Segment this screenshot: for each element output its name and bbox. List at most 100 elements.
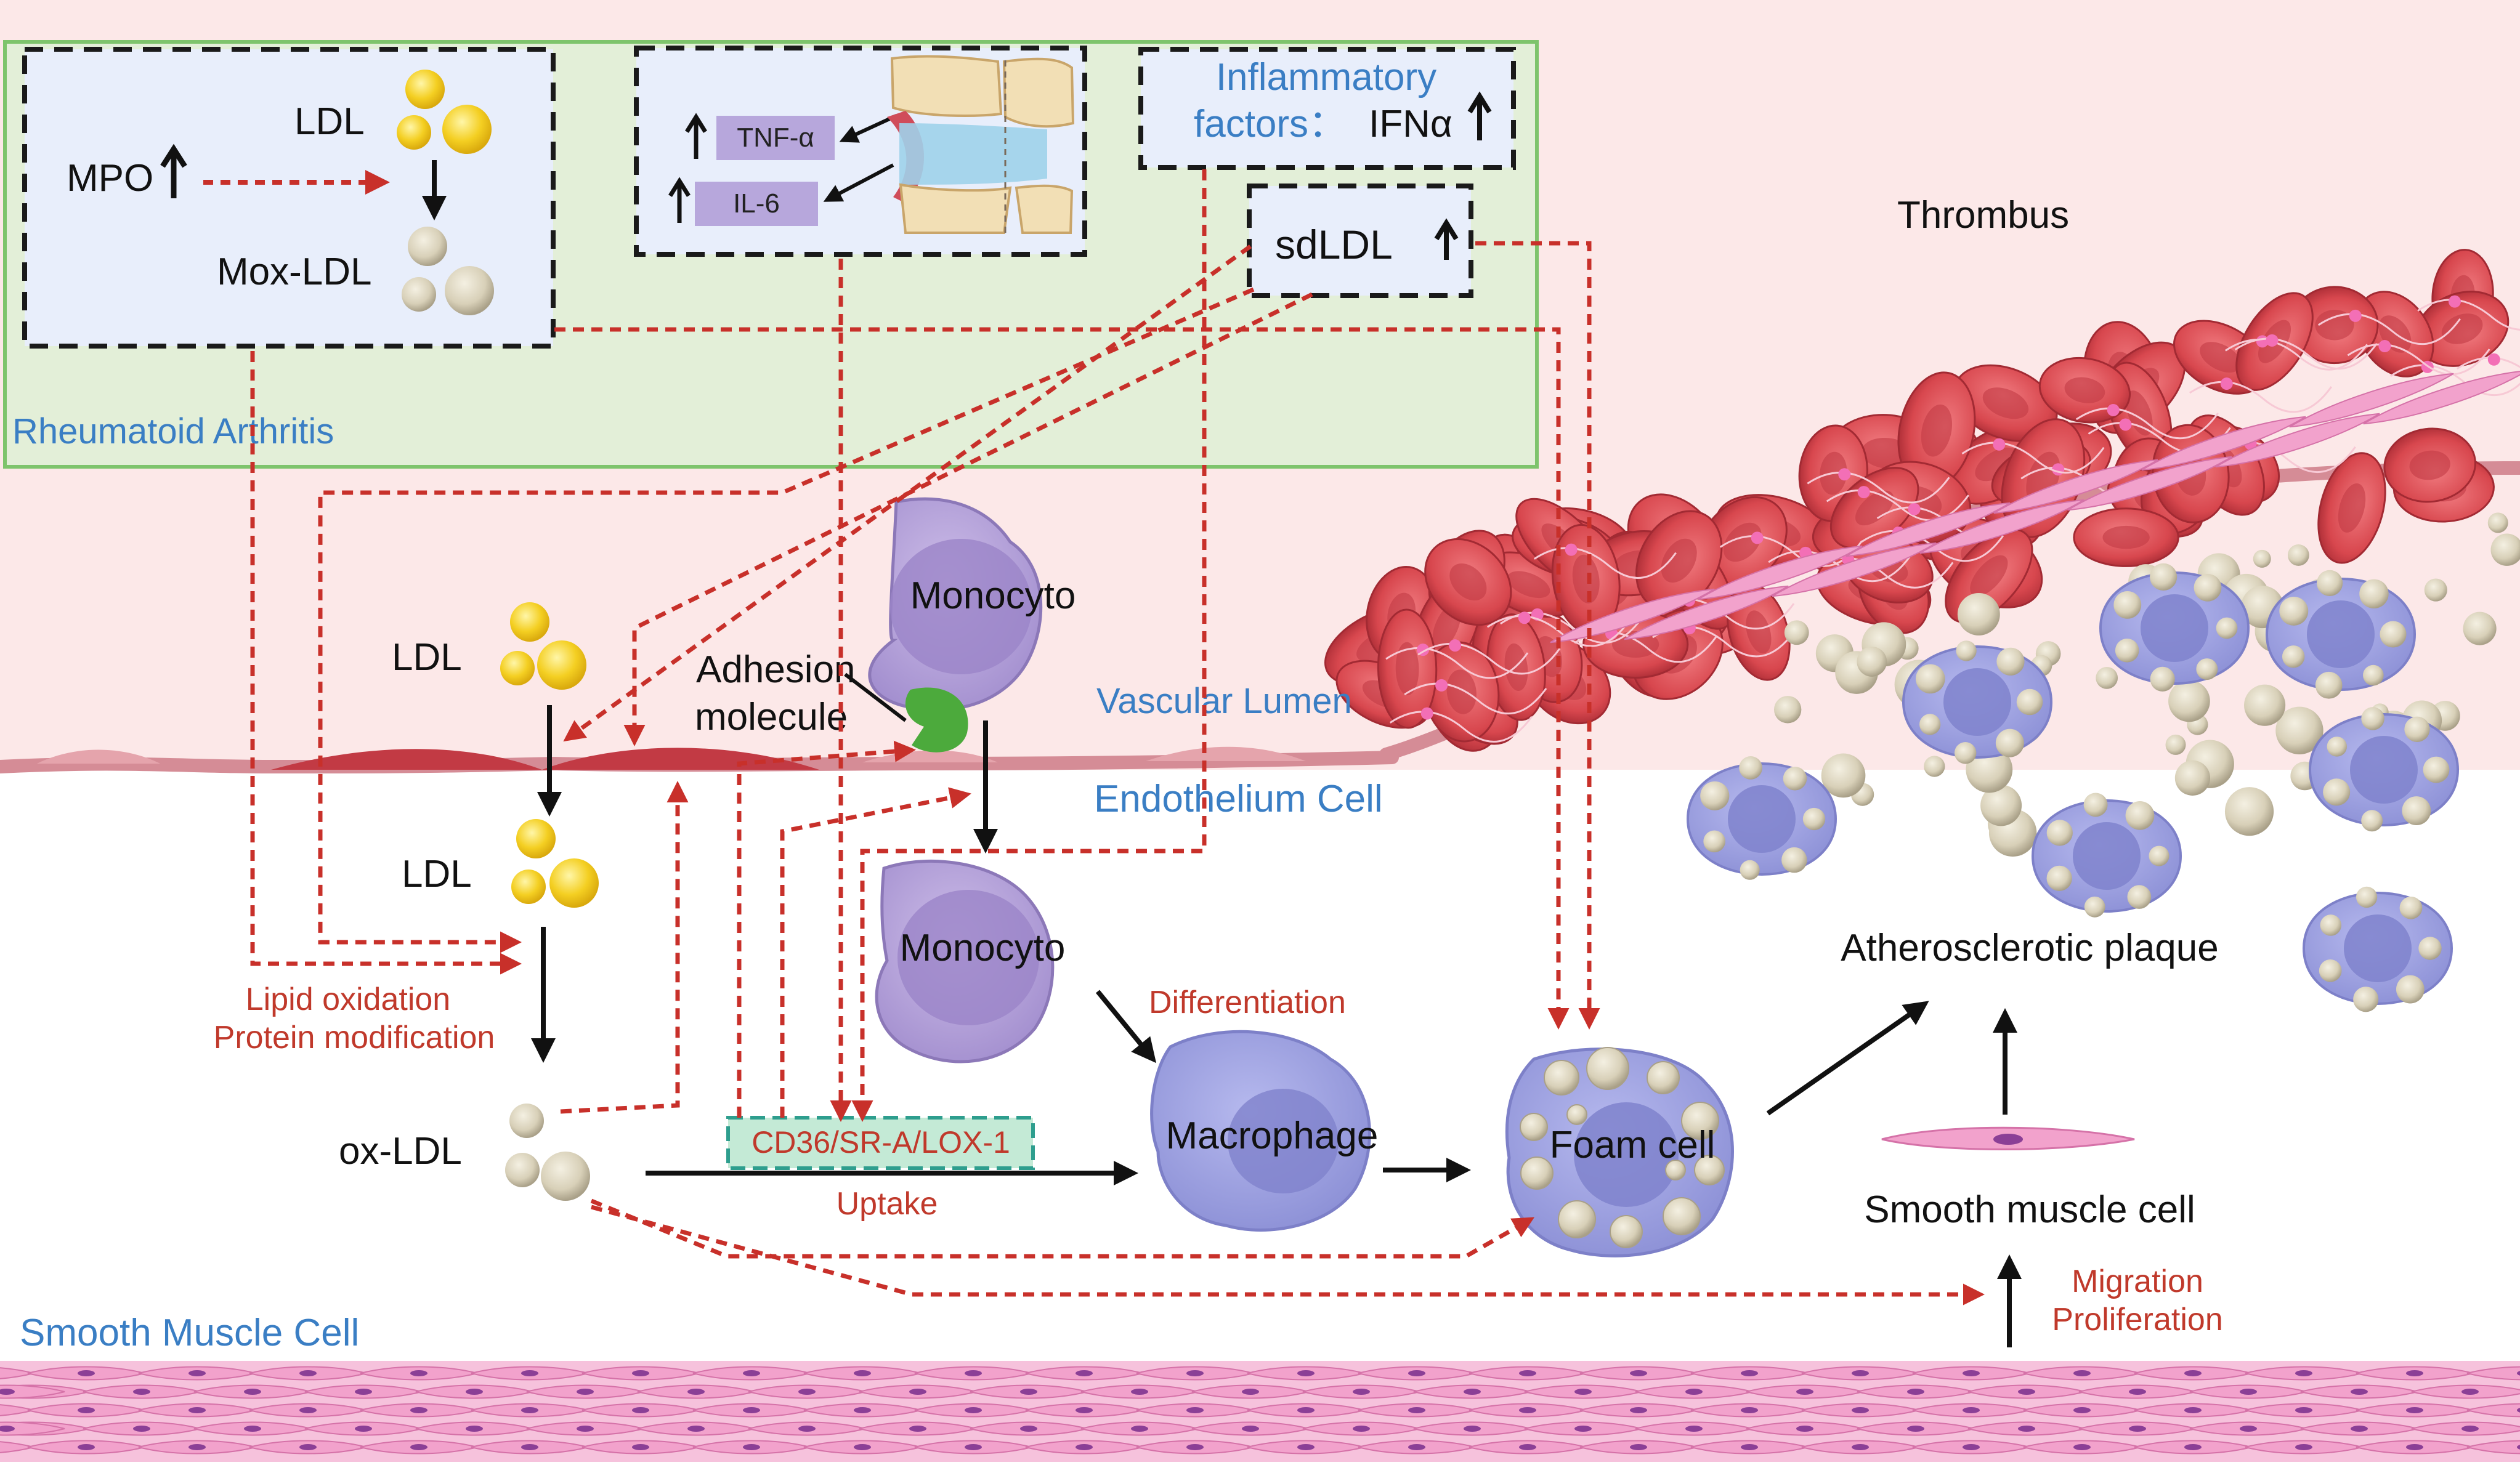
monocyte-top-label: Monocyto (910, 575, 1076, 617)
lipid-droplet (1783, 767, 1807, 791)
cell-nucleus (1186, 1444, 1204, 1450)
fibrin-strand (1404, 682, 1547, 715)
cell-nucleus (798, 1389, 816, 1395)
lipid-droplet (2402, 796, 2431, 826)
cell-nucleus (2073, 822, 2141, 890)
fibrin-strand (2224, 339, 2368, 371)
up-arrow-icon (685, 113, 707, 159)
differentiation-label: Differentiation (1149, 985, 1346, 1020)
lipid-droplet (2463, 611, 2497, 645)
mpo-to-oxidation-arrow (250, 351, 522, 975)
lipid-droplet (2194, 573, 2222, 602)
monocyte-cell (875, 859, 1055, 1063)
cell-nucleus (1796, 1389, 1813, 1395)
receptor-box (726, 1116, 1035, 1170)
rbc-center (1449, 563, 1487, 601)
inset-ldl-label: LDL (294, 100, 365, 143)
cell-nucleus (687, 1426, 705, 1432)
cell-nucleus (1242, 1426, 1259, 1432)
lipid-droplet (2149, 563, 2178, 591)
platelet (1565, 543, 1578, 556)
cell-nucleus (798, 1426, 816, 1432)
platelet (1420, 707, 1433, 720)
cell-nucleus (1685, 1389, 1703, 1395)
cell-nucleus (743, 1407, 760, 1413)
lipid-droplet (1703, 830, 1725, 853)
smooth-muscle-cell (1919, 499, 2084, 554)
cell-nucleus (2350, 736, 2418, 804)
cell-nucleus (299, 1444, 317, 1450)
rbc-center (1661, 538, 1697, 583)
cell-nucleus (2073, 1444, 2091, 1450)
cell-nucleus (577, 1426, 594, 1432)
lipid-droplet (1995, 728, 2024, 757)
platelet (1751, 531, 1764, 544)
cell-nucleus (1131, 1426, 1148, 1432)
ox-ldl-particle-icon (509, 1104, 544, 1138)
smooth-muscle-cell (2363, 369, 2520, 425)
lipid-droplet (2224, 787, 2274, 836)
fibrin-strand (2347, 343, 2490, 376)
rbc-center (2338, 483, 2366, 533)
lipid-droplet (1821, 753, 1866, 798)
cell-nucleus (1943, 668, 2011, 736)
lipid-droplet (1700, 781, 1730, 810)
cell-nucleus (854, 1407, 871, 1413)
foam-cell-label: Foam cell (1550, 1124, 1716, 1166)
cell-nucleus (1020, 1426, 1037, 1432)
smooth-muscle-cell (2215, 413, 2380, 468)
lipid-droplet (1740, 860, 1760, 880)
cell-nucleus (1630, 1370, 1647, 1376)
cell-nucleus (521, 1407, 538, 1413)
receptor-to-monocyte-arrow (780, 787, 971, 1118)
monocyte-cell (868, 497, 1043, 711)
lipid-droplet (2168, 680, 2210, 722)
fibrin-strand (1389, 711, 1533, 743)
cell-nucleus (521, 1370, 538, 1376)
lipid-droplet (2359, 579, 2389, 609)
smooth-muscle-cell (1698, 545, 1863, 600)
cell-nucleus (1076, 1370, 1093, 1376)
cell-nucleus (2295, 1370, 2312, 1376)
cell-nucleus (2240, 1389, 2257, 1395)
rbc-center (1612, 631, 1659, 658)
smooth-muscle-cell (0, 1384, 65, 1399)
lipid-droplet (2319, 959, 2342, 982)
ox-ldl-particle-icon (505, 1153, 540, 1187)
macrophage-cell (1150, 1030, 1371, 1232)
atherosclerotic-plaque (1550, 369, 2520, 1012)
lipid-droplet (2275, 706, 2324, 754)
lipid-droplet (2487, 512, 2508, 533)
migration-line2: Proliferation (2052, 1302, 2222, 1338)
lipid-droplet (2150, 666, 2175, 692)
cell-nucleus (743, 1370, 760, 1376)
ldl-particle-icon (549, 858, 599, 908)
lipid-droplet (1558, 1200, 1596, 1238)
lipid-droplet (2315, 671, 2343, 699)
rbc-center (1921, 404, 1953, 457)
ldl-particle-icon (537, 640, 586, 690)
cell-nucleus (1186, 1407, 1204, 1413)
inflammatory-inset (1138, 47, 1516, 170)
platelet (2220, 377, 2233, 390)
lipid-droplet (1586, 1047, 1629, 1090)
lipid-droplet (2323, 778, 2351, 806)
lipid-droplet (1924, 756, 1945, 777)
platelet (1518, 611, 1531, 624)
fibrin-strand (2317, 313, 2461, 345)
foam-to-plaque-arrow (1766, 1001, 1929, 1116)
cell-nucleus (2344, 914, 2412, 982)
ldl-top-label: LDL (392, 636, 462, 679)
ifn-to-receptor-arrow (851, 169, 1207, 1122)
adhesion-line2: molecule (695, 696, 848, 738)
cell-nucleus (0, 1426, 15, 1432)
ldl-particle-icon (510, 602, 549, 642)
cell-nucleus (1796, 1426, 1813, 1432)
ldl-particle-icon (516, 819, 556, 858)
lipid-droplet (2244, 684, 2286, 726)
cell-nucleus (133, 1426, 150, 1432)
cell-nucleus (1408, 1370, 1425, 1376)
lipid-droplet (1647, 1061, 1680, 1094)
cell-nucleus (1131, 1389, 1148, 1395)
sdldl-inset (1247, 184, 1473, 298)
